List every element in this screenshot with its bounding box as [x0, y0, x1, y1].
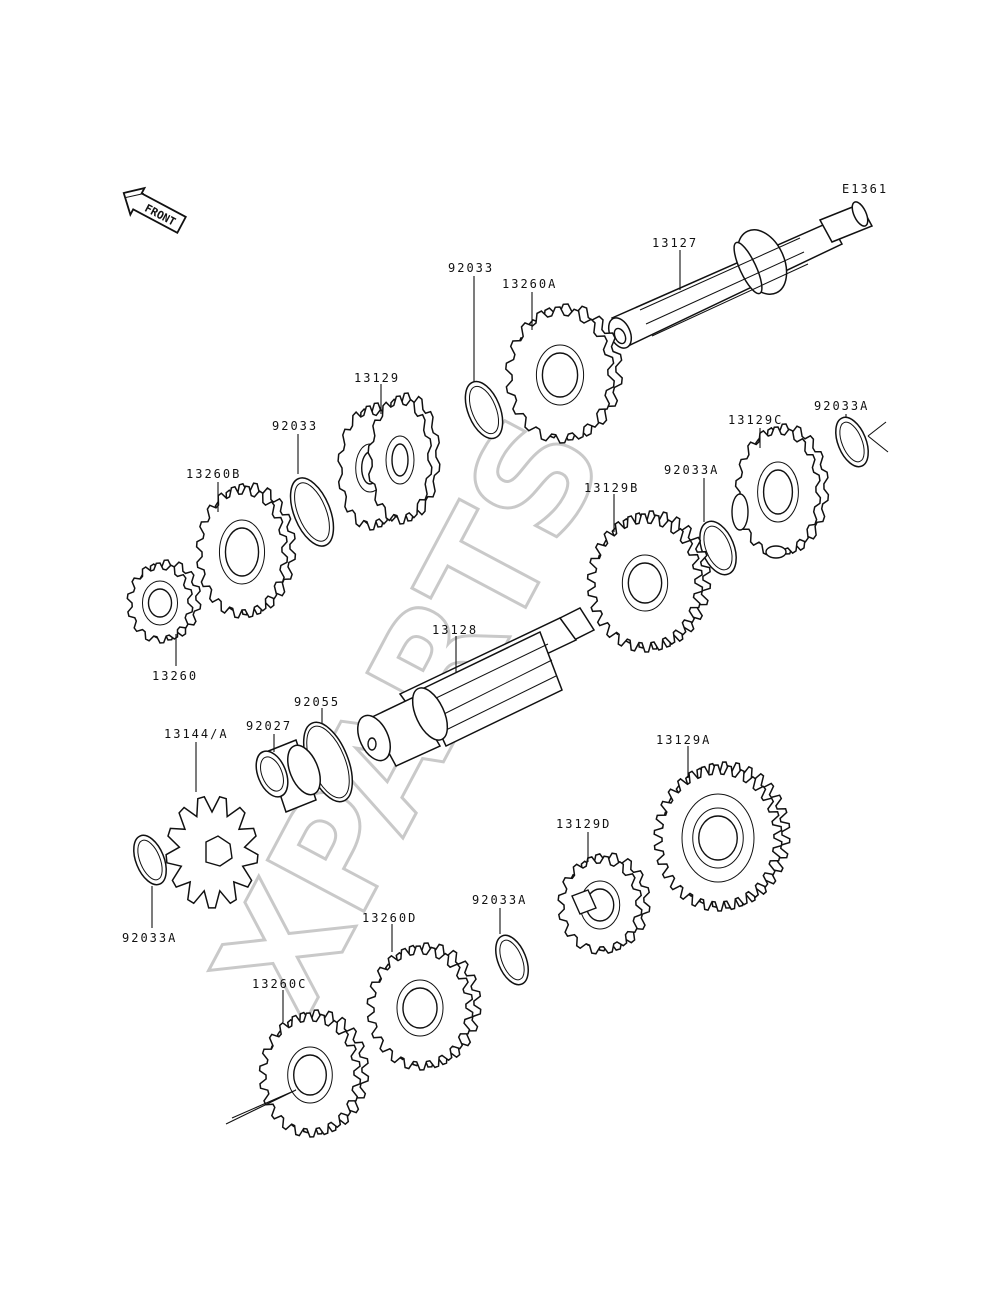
label-92033-mid: 92033 — [272, 419, 318, 433]
label-92033A-left: 92033A — [122, 931, 177, 945]
label-13260: 13260 — [152, 669, 198, 683]
gear-bore — [391, 443, 409, 477]
gear-13129B — [586, 510, 712, 653]
circlip-92033-mid — [289, 477, 335, 547]
label-13260A: 13260A — [502, 277, 557, 291]
gear-13260D — [366, 942, 482, 1071]
shaft-13128 — [357, 607, 596, 767]
gear-13129A — [653, 761, 791, 912]
gear-13129C — [731, 423, 830, 559]
gear-web — [621, 554, 669, 612]
gear-bore — [627, 562, 663, 604]
circlip-92033A-low — [495, 934, 529, 986]
sprocket-13144A — [165, 795, 259, 909]
gear-web — [287, 1046, 333, 1104]
gear-13260C — [225, 1009, 370, 1138]
gear-13260 — [126, 559, 202, 644]
gear-bore — [541, 352, 579, 398]
label-13129A: 13129A — [656, 733, 711, 747]
gear-bore — [293, 1054, 327, 1096]
gear-web — [535, 344, 585, 406]
front-arrow-icon: FRONT — [122, 186, 187, 235]
label-92055: 92055 — [294, 695, 340, 709]
gear-web — [692, 807, 744, 869]
label-13129B: 13129B — [584, 481, 639, 495]
label-13260D: 13260D — [362, 911, 417, 925]
label-13144A: 13144/A — [164, 727, 229, 741]
gear-13129D — [557, 852, 651, 955]
gear-bore — [402, 987, 438, 1029]
label-92033A-right: 92033A — [814, 399, 869, 413]
label-13129: 13129 — [354, 371, 400, 385]
gear-13260A — [505, 303, 623, 444]
label-92033-top: 92033 — [448, 261, 494, 275]
label-13260B: 13260B — [186, 467, 241, 481]
collar-92027 — [255, 739, 321, 813]
gear-web — [218, 519, 266, 585]
gear-bore — [224, 527, 260, 577]
gear-web — [757, 461, 799, 523]
label-13127: 13127 — [652, 236, 698, 250]
circlip-92033A-right — [835, 416, 889, 468]
gear-13129 — [337, 392, 441, 531]
circlip-92033A-left — [133, 834, 167, 886]
label-92033A-mid: 92033A — [664, 463, 719, 477]
label-13260C: 13260C — [252, 977, 307, 991]
gear-bore — [147, 588, 173, 618]
label-13128: 13128 — [432, 623, 478, 637]
gear-web — [396, 979, 444, 1037]
gear-web — [141, 580, 179, 626]
gear-bore — [698, 815, 738, 861]
label-92027: 92027 — [246, 719, 292, 733]
label-13129C: 13129C — [728, 413, 783, 427]
circlip-92033-top — [464, 380, 504, 440]
label-13129D: 13129D — [556, 817, 611, 831]
gear-web — [385, 435, 415, 485]
gear-bore — [762, 469, 794, 515]
diagram-code: E1361 — [842, 182, 888, 196]
shaft-13127 — [607, 201, 874, 349]
gear-13260B — [195, 482, 297, 619]
label-92033A-low: 92033A — [472, 893, 527, 907]
